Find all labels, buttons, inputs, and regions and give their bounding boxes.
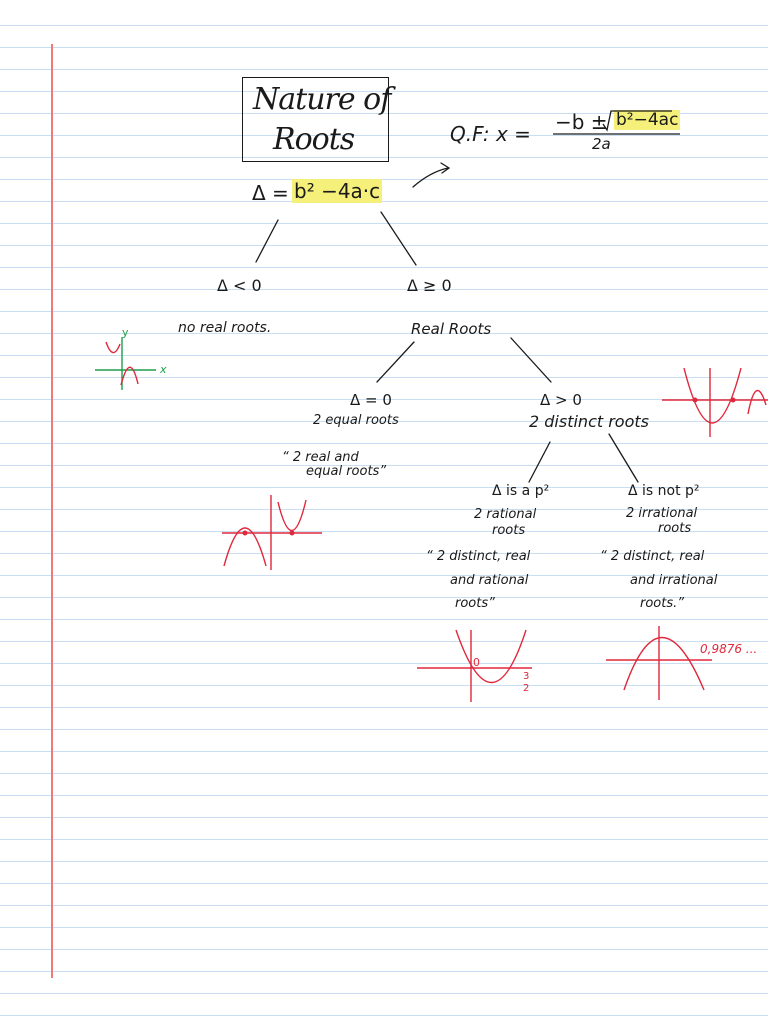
graph-no-real-roots: [95, 337, 156, 390]
qf-numerator-pre: −b ±: [555, 110, 608, 134]
graph-y-axis-label: y: [122, 326, 129, 339]
graph-x-axis-label: x: [160, 363, 167, 376]
result-rational-line-1: 2 rational: [474, 507, 537, 522]
qf-denominator: 2a: [592, 135, 611, 153]
result-irrational-line-2: roots: [658, 521, 692, 536]
tree-connectors: [255, 162, 639, 483]
title-line-2: Roots: [273, 122, 355, 157]
line-to-zero: [376, 341, 415, 383]
graph-equal-roots: [222, 495, 322, 570]
result-irrational-line-1: 2 irrational: [626, 506, 698, 521]
graph-distinct-roots: [662, 367, 768, 437]
result-equal-roots: 2 equal roots: [313, 413, 399, 428]
condition-nonnegative: Δ ≥ 0: [407, 276, 452, 295]
arrow-to-formula: [412, 167, 449, 188]
quote-equal-line-1: “ 2 real and: [282, 450, 359, 465]
quote-equal-line-2: equal roots”: [306, 464, 387, 479]
margin-line: [51, 44, 53, 978]
condition-negative: Δ < 0: [217, 276, 262, 295]
graph-rational-roots: [417, 629, 532, 702]
qf-radical-sign: [602, 110, 672, 132]
graph-root-denominator: 2: [523, 683, 530, 694]
discriminant-expression: b² −4a·c: [292, 179, 383, 203]
graph-irrational-roots: [606, 626, 712, 700]
quote-irrational-line-2: and irrational: [630, 573, 718, 588]
graph-root-numerator: 3: [523, 671, 530, 682]
condition-zero: Δ = 0: [350, 391, 392, 409]
condition-positive: Δ > 0: [540, 391, 582, 409]
graph-irrational-root-label: 0,9876 ...: [700, 642, 758, 656]
quote-irrational-line-1: “ 2 distinct, real: [600, 549, 705, 564]
arrow-head-icon: [440, 162, 451, 174]
title-box: Nature of Roots: [242, 77, 391, 162]
condition-perfect-square: Δ is a p²: [492, 483, 550, 499]
condition-not-perfect-square: Δ is not p²: [628, 483, 700, 499]
line-to-nonnegative: [380, 211, 417, 266]
title-line-1: Nature of: [253, 82, 391, 117]
qf-marks: [553, 110, 680, 135]
discriminant-lhs: Δ =: [252, 181, 289, 205]
graph-origin-root-label: 0: [473, 656, 480, 669]
quote-irrational-line-3: roots.”: [640, 596, 684, 611]
result-rational-line-2: roots: [492, 523, 526, 538]
result-real-roots: Real Roots: [411, 320, 492, 338]
result-no-real-roots: no real roots.: [178, 320, 272, 336]
line-to-perfect-square: [528, 441, 551, 483]
quote-rational-line-3: roots”: [455, 596, 495, 611]
line-to-not-perfect-square: [608, 433, 639, 483]
line-to-negative: [255, 219, 279, 263]
line-to-positive: [510, 337, 552, 383]
result-distinct-roots: 2 distinct roots: [529, 412, 649, 431]
quote-rational-line-2: and rational: [450, 573, 529, 588]
qf-root-expression: b²−4ac: [614, 110, 681, 130]
quote-rational-line-1: “ 2 distinct, real: [426, 549, 531, 564]
qf-prefix: Q.F: x =: [450, 122, 531, 146]
